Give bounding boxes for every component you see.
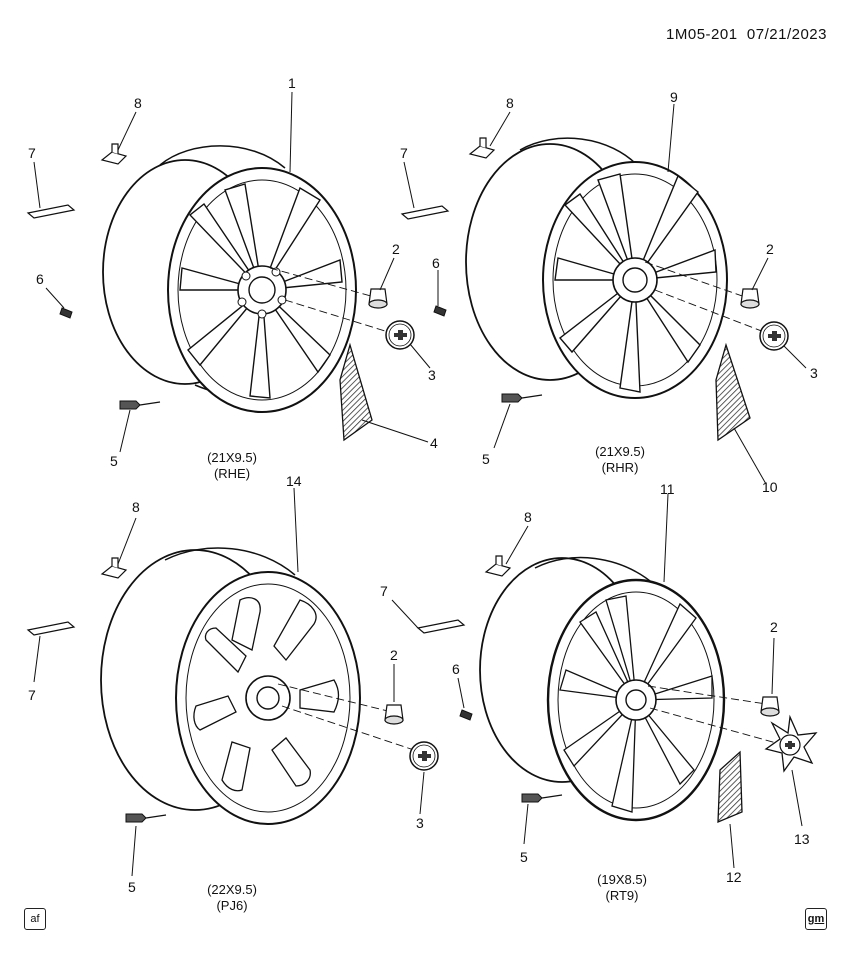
center-cap-rhr (759, 321, 789, 351)
doc-date: 07/21/2023 (746, 26, 827, 43)
callout-leaders (33, 91, 807, 877)
wheel-insert-rhr (715, 342, 751, 442)
wheel-nut-pj6 (384, 704, 404, 725)
rim-bolt-rhe (59, 307, 73, 319)
center-cap-rhe (385, 320, 415, 350)
callouts-pj6: 14 2 3 5 7 8 (28, 473, 424, 895)
caption-pj6: (22X9.5) (PJ6) (207, 882, 257, 913)
balance-clip-rt9 (485, 555, 511, 577)
balance-clip-rhe (101, 143, 127, 165)
callout-13: 13 (794, 831, 810, 847)
callouts-rhr: 9 2 3 10 5 6 7 8 (400, 89, 818, 495)
callout-2: 2 (392, 241, 400, 257)
wheel-size-label: (22X9.5) (207, 882, 257, 897)
wheel-size-label: (19X8.5) (597, 872, 647, 887)
diagram-header: 1M05-201 07/21/2023 (666, 26, 827, 43)
center-cap-rt9 (764, 714, 818, 773)
callout-3: 3 (416, 815, 424, 831)
wheel-rhe (102, 145, 399, 413)
wheel-code-label: (RHR) (602, 460, 639, 475)
balance-weight-pj6 (27, 621, 75, 636)
wheel-nut-rhr (740, 288, 760, 309)
callout-5: 5 (110, 453, 118, 469)
wheel-code-label: (PJ6) (216, 898, 247, 913)
callout-9: 9 (670, 89, 678, 105)
callout-1: 1 (288, 75, 296, 91)
callout-11: 11 (660, 481, 675, 497)
balance-weight-rhe (27, 204, 75, 219)
callout-7: 7 (400, 145, 408, 161)
af-badge: af (24, 908, 46, 930)
callout-14: 14 (286, 473, 302, 489)
callout-3: 3 (810, 365, 818, 381)
wheel-rhr (465, 137, 773, 399)
wheel-code-label: (RT9) (606, 888, 639, 903)
callout-4: 4 (430, 435, 438, 451)
wheel-insert-rhe (339, 342, 373, 442)
gm-logo: gm (805, 908, 827, 930)
callout-8: 8 (506, 95, 514, 111)
wheel-size-label: (21X9.5) (207, 450, 257, 465)
tpms-valve-pj6 (125, 813, 167, 823)
callouts-rt9: 11 2 13 12 5 6 7 8 (380, 481, 810, 885)
wheel-nut-rhe (368, 288, 388, 309)
callouts-rhe: 1 2 3 4 5 6 7 8 (28, 75, 438, 469)
wheel-code-label: (RHE) (214, 466, 250, 481)
callout-5: 5 (520, 849, 528, 865)
callout-7: 7 (28, 145, 36, 161)
wheel-insert-rt9 (717, 750, 743, 823)
callout-8: 8 (524, 509, 532, 525)
balance-clip-pj6 (101, 557, 127, 579)
callout-12: 12 (726, 869, 742, 885)
callout-7: 7 (380, 583, 388, 599)
callout-10: 10 (762, 479, 778, 495)
callout-2: 2 (766, 241, 774, 257)
tpms-valve-rhr (501, 393, 543, 403)
caption-rhe: (21X9.5) (RHE) (207, 450, 257, 481)
callout-6: 6 (452, 661, 460, 677)
callout-3: 3 (428, 367, 436, 383)
callout-8: 8 (132, 499, 140, 515)
wheel-nut-rt9 (760, 696, 780, 717)
callout-5: 5 (128, 879, 136, 895)
wheel-size-label: (21X9.5) (595, 444, 645, 459)
rim-bolt-rhr (433, 305, 447, 317)
rim-bolt-rt9 (459, 709, 473, 721)
callout-2: 2 (390, 647, 398, 663)
callout-6: 6 (432, 255, 440, 271)
callout-2: 2 (770, 619, 778, 635)
callout-8: 8 (134, 95, 142, 111)
balance-weight-rt9 (417, 619, 465, 634)
callout-6: 6 (36, 271, 44, 287)
wheel-pj6 (100, 547, 421, 825)
wheel-rt9 (479, 556, 781, 822)
doc-id: 1M05-201 (666, 26, 738, 43)
callout-7: 7 (28, 687, 36, 703)
balance-clip-rhr (469, 137, 495, 159)
center-cap-pj6 (409, 741, 439, 771)
tpms-valve-rt9 (521, 793, 563, 803)
callout-5: 5 (482, 451, 490, 467)
caption-rt9: (19X8.5) (RT9) (597, 872, 647, 903)
tpms-valve-rhe (119, 400, 161, 410)
balance-weight-rhr (401, 205, 449, 220)
caption-rhr: (21X9.5) (RHR) (595, 444, 645, 475)
